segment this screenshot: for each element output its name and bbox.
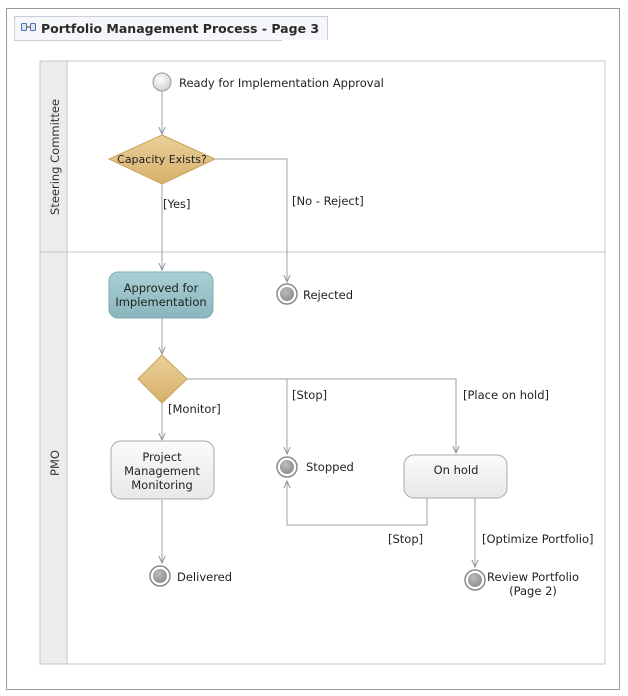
end-delivered-label: Delivered — [177, 570, 232, 584]
connectors — [162, 91, 475, 567]
edge-label-stop-top: [Stop] — [292, 388, 327, 402]
diagram-tab[interactable]: Portfolio Management Process - Page 3 — [14, 16, 329, 40]
lane-header-column — [39, 60, 68, 665]
end-stopped-label: Stopped — [306, 460, 354, 474]
edge-label-monitor: [Monitor] — [168, 402, 221, 416]
edge-no-reject — [215, 158, 287, 282]
task-project-management-monitoring[interactable] — [110, 440, 215, 500]
start-label: Ready for Implementation Approval — [179, 76, 384, 90]
edge-label-stop-bottom: [Stop] — [388, 532, 423, 546]
start-event[interactable] — [152, 72, 172, 92]
task-approved-for-implementation[interactable] — [108, 271, 214, 319]
pool — [39, 60, 606, 665]
lane-label-pmo: PMO — [48, 450, 62, 476]
task-approved-line2: Implementation — [115, 295, 206, 309]
decision-capacity-label: Capacity Exists? — [117, 153, 207, 166]
edge-label-yes: [Yes] — [163, 197, 191, 211]
lane-label-steering-committee: Steering Committee — [48, 99, 62, 215]
end-rejected-label: Rejected — [303, 288, 353, 302]
task-pm-line2: Management — [124, 464, 200, 478]
decision-pmo-route[interactable] — [137, 354, 188, 404]
task-approved-line1: Approved for — [124, 281, 199, 295]
task-pm-line3: Monitoring — [131, 478, 193, 492]
task-on-hold[interactable] — [403, 454, 508, 499]
diagram-title: Portfolio Management Process - Page 3 — [41, 21, 320, 36]
tab-underline — [14, 40, 282, 41]
end-review-line2: (Page 2) — [509, 584, 557, 598]
edge-place-on-hold — [187, 378, 456, 453]
decision-capacity-exists[interactable] — [107, 134, 217, 185]
edge-label-place-on-hold: [Place on hold] — [463, 388, 549, 402]
task-on-hold-label: On hold — [434, 463, 479, 477]
edge-stop-bottom — [287, 481, 428, 526]
edge-label-no-reject: [No - Reject] — [292, 194, 364, 208]
edge-label-optimize-portfolio: [Optimize Portfolio] — [482, 532, 594, 546]
process-diagram-icon — [21, 21, 36, 36]
task-pm-line1: Project — [142, 450, 182, 464]
end-review-line1: Review Portfolio — [487, 570, 579, 584]
